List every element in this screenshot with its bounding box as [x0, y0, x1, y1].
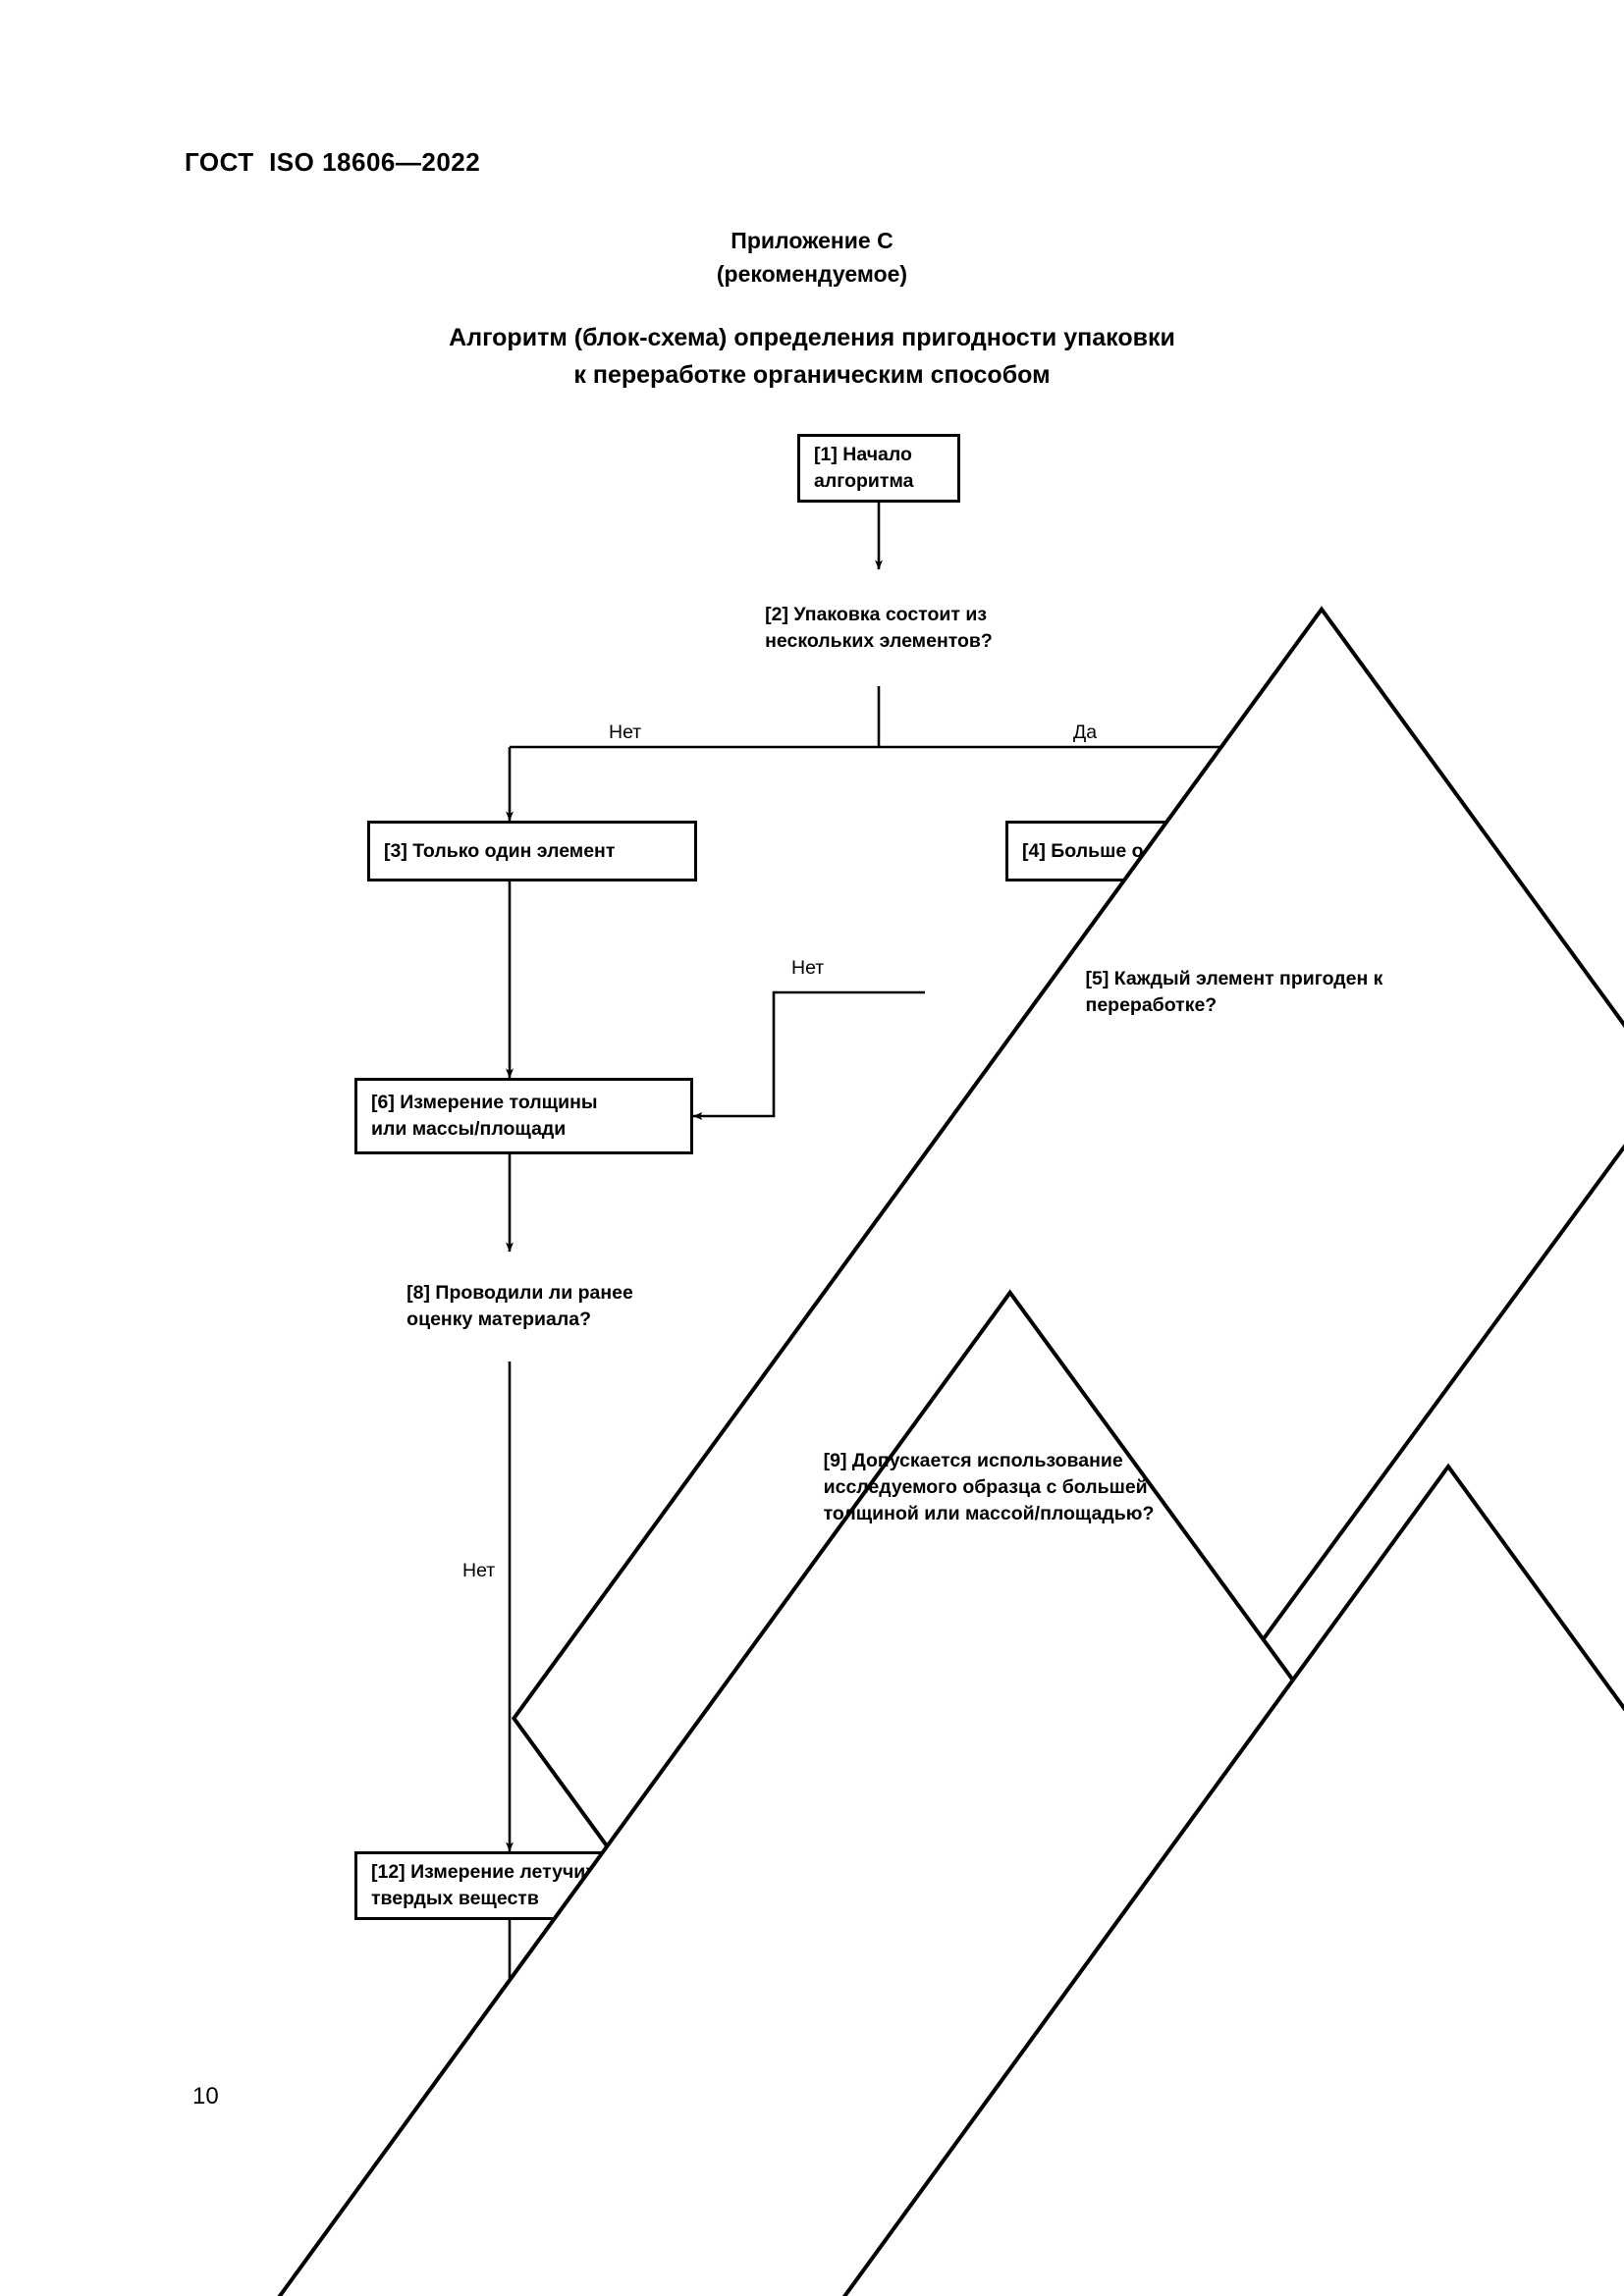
flow-node-6[interactable]: [6] Измерение толщины или массы/площади — [354, 1078, 693, 1154]
annex-heading: Приложение С (рекомендуемое) — [0, 224, 1624, 291]
flow-node-3[interactable]: [3] Только один элемент — [367, 821, 697, 881]
flow-node-9-shape — [636, 1428, 1624, 2296]
page-number: 10 — [192, 2083, 219, 2109]
flowchart-title: Алгоритм (блок-схема) определения пригод… — [0, 319, 1624, 394]
flow-node-12-label: [12] Измерение летучих твердых веществ — [371, 1861, 597, 1909]
edge-label-5-no: Нет — [791, 957, 825, 979]
flow-node-2-label: [2] Упаковка состоит из нескольких элеме… — [765, 604, 993, 652]
edge-label-2-yes: Да — [1073, 721, 1098, 743]
flowchart-title-line-1: Алгоритм (блок-схема) определения пригод… — [449, 324, 1175, 351]
flow-node-1[interactable]: [1] Начало алгоритма — [797, 434, 960, 503]
flow-node-1-label: [1] Начало алгоритма — [814, 444, 914, 492]
flow-node-5-label: [5] Каждый элемент пригоден к переработк… — [1085, 968, 1383, 1016]
flow-node-8-label: [8] Проводили ли ранее оценку материала? — [406, 1282, 633, 1330]
flow-node-3-label: [3] Только один элемент — [384, 839, 616, 862]
flow-node-5[interactable]: [5] Каждый элемент пригоден к переработк… — [925, 945, 1624, 2296]
flow-node-6-label: [6] Измерение толщины или массы/площади — [371, 1092, 598, 1140]
flow-node-2[interactable]: [2] Упаковка состоит из нескольких элеме… — [510, 570, 1624, 2296]
flow-node-9[interactable]: [9] Допускается использование исследуемо… — [636, 1428, 1624, 2296]
document-header: ГОСТ ISO 18606—2022 — [185, 147, 481, 177]
edge-label-2-no: Нет — [609, 721, 642, 743]
annex-line-2: (рекомендуемое) — [716, 261, 908, 287]
flow-node-8[interactable]: [8] Проводили ли ранее оценку материала? — [199, 1252, 1624, 2296]
annex-line-1: Приложение С — [731, 228, 893, 253]
flowchart-title-line-2: к переработке органическим способом — [573, 361, 1051, 389]
flow-node-9-label: [9] Допускается использование исследуемо… — [823, 1449, 1155, 1524]
edge-5-no-to-6 — [692, 990, 925, 1120]
edge-label-8-no: Нет — [462, 1560, 496, 1581]
